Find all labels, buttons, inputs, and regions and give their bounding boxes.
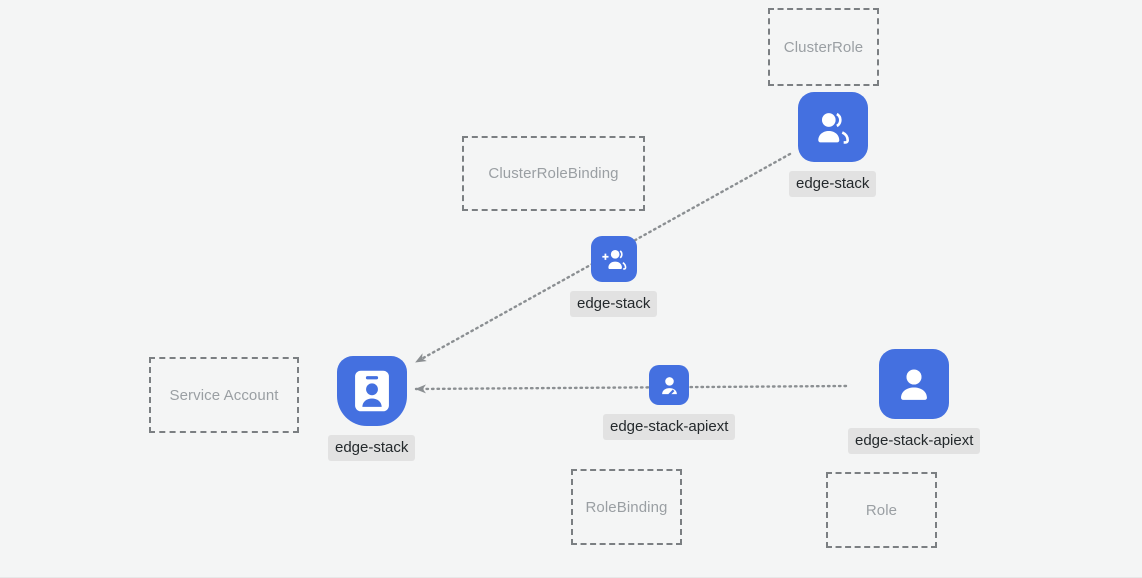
group-label-rolebinding: RoleBinding — [585, 498, 668, 516]
group-box-role: Role — [826, 472, 937, 548]
node-rolebinding-edge-stack-apiext[interactable]: edge-stack-apiext — [603, 365, 736, 440]
two-people-icon — [797, 92, 868, 162]
group-box-serviceaccount: Service Account — [149, 357, 299, 433]
node-label-role-edge-stack-apiext: edge-stack-apiext — [848, 428, 981, 454]
node-label-clusterrole-edge-stack: edge-stack — [789, 171, 877, 197]
group-box-clusterrolebinding: ClusterRoleBinding — [462, 136, 645, 211]
person-icon — [879, 349, 950, 419]
person-add-icon — [590, 236, 637, 282]
group-box-rolebinding: RoleBinding — [571, 469, 682, 545]
node-serviceaccount-edge-stack[interactable]: edge-stack — [328, 356, 416, 461]
node-clusterrolebinding-edge-stack[interactable]: edge-stack — [570, 236, 658, 317]
node-role-edge-stack-apiext[interactable]: edge-stack-apiext — [848, 349, 981, 454]
group-box-clusterrole: ClusterRole — [768, 8, 879, 86]
node-label-clusterrolebinding-edge-stack: edge-stack — [570, 291, 658, 317]
node-clusterrole-edge-stack[interactable]: edge-stack — [789, 92, 877, 197]
person-edit-icon — [649, 365, 690, 405]
node-label-rolebinding-edge-stack-apiext: edge-stack-apiext — [603, 414, 736, 440]
group-label-clusterrole: ClusterRole — [783, 38, 864, 56]
group-label-role: Role — [865, 501, 898, 519]
id-badge-icon — [336, 356, 407, 426]
node-label-serviceaccount-edge-stack: edge-stack — [328, 435, 416, 461]
group-label-clusterrolebinding: ClusterRoleBinding — [488, 165, 619, 182]
group-label-serviceaccount: Service Account — [169, 386, 279, 404]
